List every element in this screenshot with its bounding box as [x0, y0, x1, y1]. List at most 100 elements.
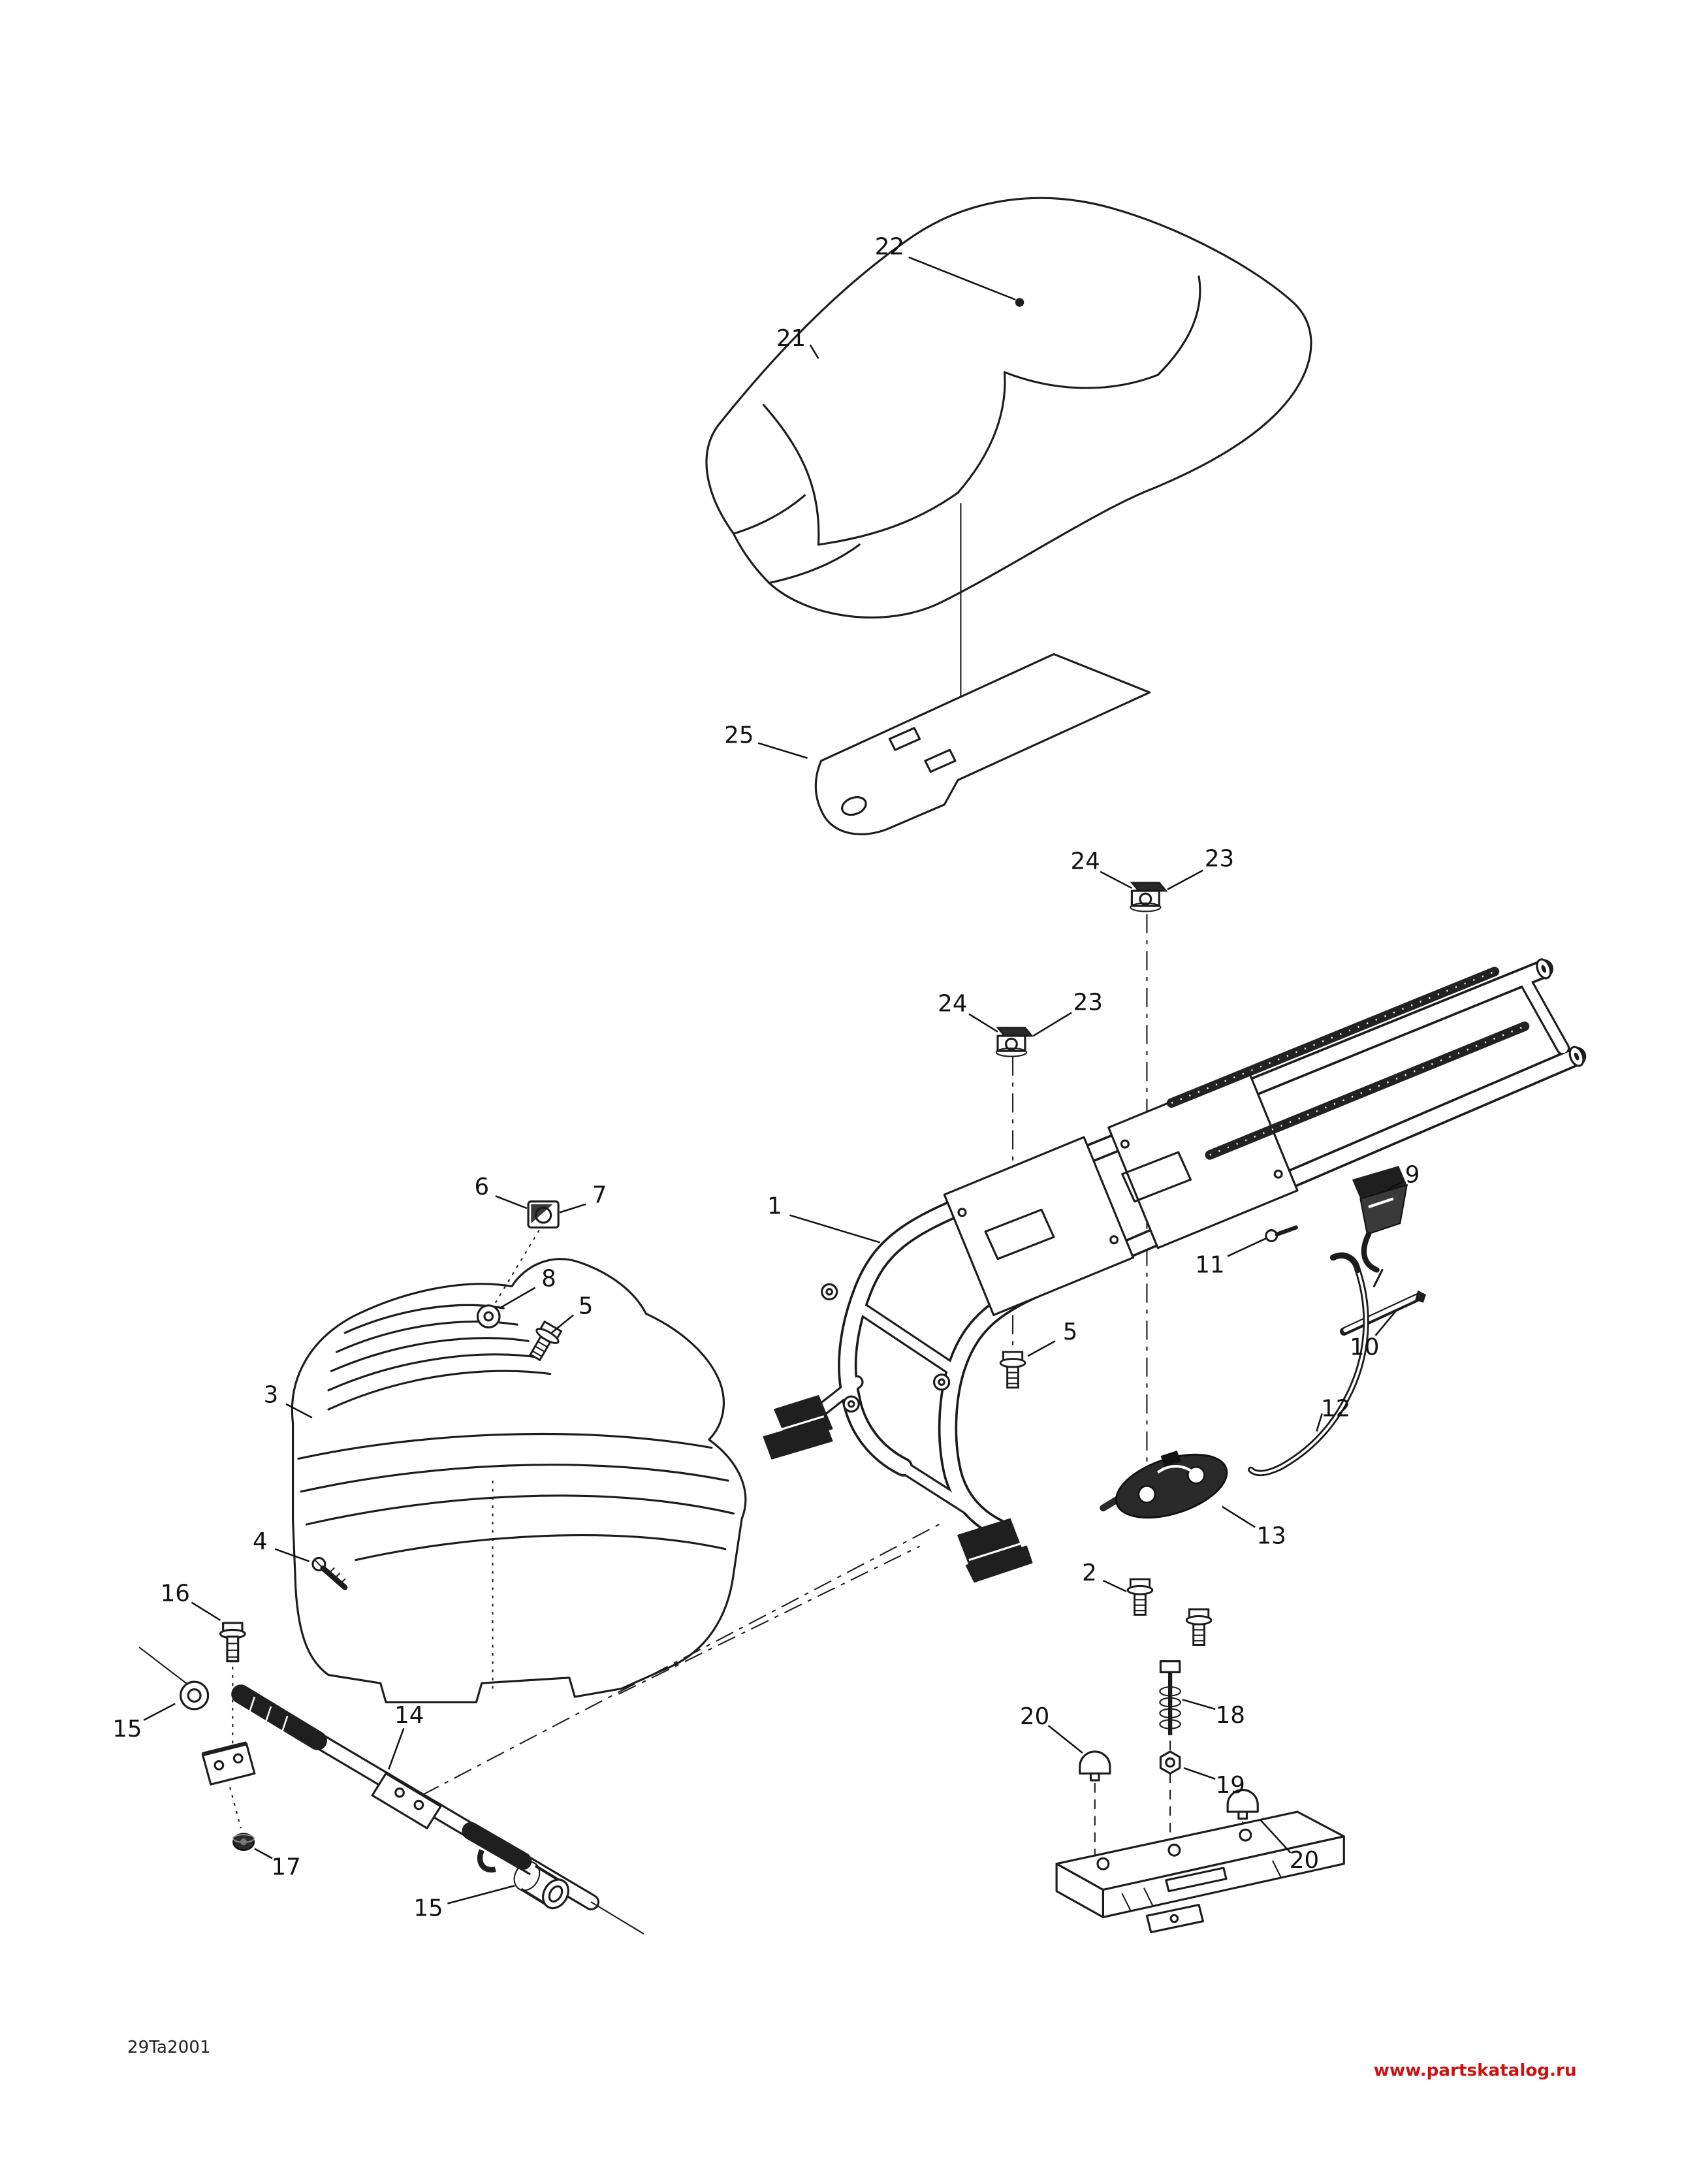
leader-10 [1374, 1310, 1397, 1336]
bracket-16-drawing [201, 1741, 256, 1829]
callout-label-3: 3 [264, 1382, 279, 1409]
footer: 29Ta2001 www.partskatalog.ru [127, 2038, 1577, 2081]
leader-5-right [1027, 1340, 1056, 1357]
callout-5-left: 5 [550, 1293, 594, 1334]
callout-22: 22 [875, 234, 1016, 301]
callout-20-right: 20 [1260, 1819, 1319, 1874]
leader-13 [1222, 1505, 1256, 1528]
callout-9: 9 [1387, 1161, 1420, 1190]
callout-label-20-left: 20 [1020, 1703, 1049, 1730]
callout-label-2: 2 [1082, 1560, 1097, 1586]
callout-15-upper: 15 [112, 1703, 176, 1742]
callout-label-5-right: 5 [1063, 1319, 1078, 1345]
callout-11: 11 [1195, 1238, 1267, 1279]
callout-21: 21 [776, 325, 819, 359]
callout-19: 19 [1183, 1767, 1245, 1799]
leader-23-top [1167, 869, 1203, 891]
callout-23-top: 23 [1167, 845, 1234, 891]
leader-18 [1182, 1699, 1216, 1710]
leader-24-top [1100, 871, 1132, 889]
leader-6 [495, 1195, 528, 1210]
callout-17: 17 [254, 1848, 301, 1880]
leader-2 [1102, 1579, 1127, 1592]
bolt-18-drawing [1159, 1660, 1181, 1842]
seat-reference-dot [1015, 298, 1024, 307]
ring-15-upper-drawing [180, 1680, 210, 1710]
leader-15-upper [143, 1703, 176, 1721]
frame-front-mount [763, 1395, 833, 1460]
callout-label-7: 7 [592, 1182, 607, 1209]
lock-nut-top [1130, 882, 1168, 912]
leader-15-lower [447, 1885, 515, 1904]
callout-label-17: 17 [271, 1854, 300, 1880]
callout-label-4: 4 [253, 1528, 268, 1555]
callout-7: 7 [559, 1182, 607, 1213]
callout-label-24-top: 24 [1070, 848, 1100, 875]
leader-21 [809, 344, 819, 359]
screws-2-drawing [1126, 1578, 1213, 1646]
leader-17 [254, 1848, 273, 1859]
callout-label-5-left: 5 [579, 1293, 594, 1319]
callout-4: 4 [253, 1528, 310, 1562]
callout-20-left: 20 [1020, 1703, 1083, 1754]
callout-label-19: 19 [1216, 1772, 1245, 1799]
callout-24-top: 24 [1070, 848, 1132, 889]
callout-label-18: 18 [1216, 1702, 1245, 1729]
callout-2: 2 [1082, 1560, 1127, 1592]
frame-bottom-mount [957, 1518, 1033, 1583]
leader-23-mid [1032, 1012, 1072, 1037]
callout-15-lower: 15 [413, 1885, 515, 1921]
callouts: 22 21 25 24 23 24 23 1 [112, 234, 1420, 1922]
leader-20-right [1260, 1819, 1292, 1854]
screw-16-drawing [219, 1622, 246, 1749]
leader-19 [1183, 1767, 1216, 1780]
callout-label-23-mid: 23 [1073, 989, 1103, 1016]
bushing-15-lower-drawing [513, 1861, 569, 1910]
callout-label-15-upper: 15 [112, 1716, 142, 1742]
callout-label-24-mid: 24 [938, 990, 967, 1017]
callout-16: 16 [161, 1580, 221, 1621]
callout-label-20-right: 20 [1290, 1847, 1319, 1874]
leader-3 [285, 1403, 313, 1419]
leader-11 [1227, 1238, 1267, 1257]
leader-8 [499, 1287, 536, 1309]
watermark: www.partskatalog.ru [1374, 2061, 1577, 2080]
frame-plate-rear [1107, 1068, 1299, 1249]
cap-20-right-drawing [1226, 1789, 1259, 1833]
frame-mount-tab [821, 1283, 951, 1413]
callout-label-22: 22 [875, 234, 904, 261]
callout-8: 8 [499, 1266, 556, 1309]
callout-label-10: 10 [1350, 1334, 1379, 1360]
callout-label-12: 12 [1321, 1396, 1350, 1422]
nut-17-drawing [232, 1833, 255, 1852]
rear-bracket-drawing [1055, 1810, 1345, 1934]
front-cover-drawing [291, 1258, 747, 1704]
leader-9 [1387, 1181, 1402, 1190]
leader-4 [274, 1548, 310, 1562]
callout-label-23-top: 23 [1205, 845, 1234, 872]
callout-label-25: 25 [724, 722, 754, 749]
pin-10-drawing [1339, 1290, 1427, 1336]
leader-7 [559, 1203, 586, 1213]
callout-label-9: 9 [1405, 1161, 1420, 1188]
callout-18: 18 [1182, 1699, 1245, 1729]
callout-23-mid: 23 [1032, 989, 1103, 1037]
callout-label-11: 11 [1195, 1252, 1224, 1279]
construction-line-lever [421, 1520, 945, 1796]
callout-24-mid: 24 [938, 990, 998, 1033]
callout-label-15-lower: 15 [413, 1895, 443, 1921]
callout-label-13: 13 [1257, 1522, 1286, 1549]
lock-nut-mid [995, 1027, 1034, 1057]
nut-19-drawing [1159, 1750, 1181, 1774]
callout-label-16: 16 [161, 1580, 190, 1607]
callout-25: 25 [724, 722, 808, 759]
seat-pad-drawing [814, 652, 1151, 835]
seat-assembly-drawing [705, 197, 1312, 724]
rod-12-drawing [1248, 1252, 1369, 1477]
leader-20-left [1047, 1725, 1083, 1754]
frame-plate-front [943, 1136, 1135, 1317]
leader-14 [388, 1727, 405, 1770]
leader-24-mid [968, 1013, 998, 1033]
